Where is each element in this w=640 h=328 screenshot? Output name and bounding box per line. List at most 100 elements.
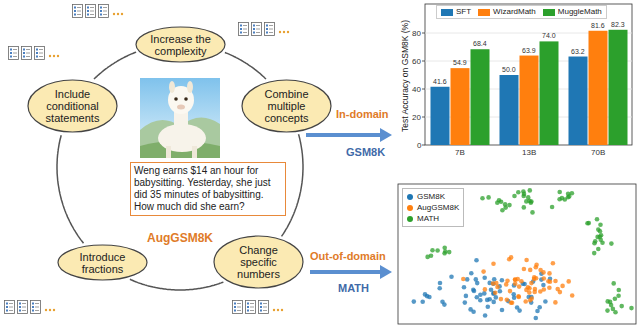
value-label: 41.6 xyxy=(433,78,447,86)
scatter-point xyxy=(507,203,512,208)
scatter-point xyxy=(499,297,504,302)
scatter-point xyxy=(570,293,575,298)
bar xyxy=(569,57,588,145)
legend-swatch xyxy=(478,9,490,16)
scatter-point xyxy=(524,258,529,263)
scatter-point xyxy=(547,271,552,276)
scatter-point xyxy=(478,298,483,303)
value-label: 54.9 xyxy=(453,59,467,67)
scatter-point xyxy=(592,251,597,256)
question-box: Weng earns $14 an hour for babysitting. … xyxy=(130,162,286,216)
scatter-point xyxy=(587,221,592,226)
scatter-point xyxy=(412,299,417,304)
axis-tick-label: 7B xyxy=(455,148,465,157)
ellipse-text: Include conditional statements xyxy=(42,88,104,124)
scatter-point xyxy=(596,247,601,252)
scatter-point xyxy=(563,197,568,202)
scatter-point xyxy=(522,267,527,272)
variation-ellipse: Combine multiple concepts xyxy=(241,79,332,133)
scatter-point xyxy=(613,310,618,315)
scatter-point xyxy=(609,303,614,308)
arrow-label: MATH xyxy=(338,282,369,294)
legend-row: GSM8K xyxy=(407,191,459,202)
alpaca-picture xyxy=(140,78,220,158)
scatter-point xyxy=(521,194,526,199)
scatter-point xyxy=(487,297,492,302)
bar xyxy=(520,56,539,145)
scatter-point xyxy=(504,282,509,287)
ellipse-outline xyxy=(136,27,225,62)
legend-swatch xyxy=(407,194,413,200)
scatter-point xyxy=(517,284,522,289)
tick-label: 40 xyxy=(412,85,421,94)
legend-text: GSM8K xyxy=(417,192,445,202)
ellipse-text: Change specific numbers xyxy=(228,244,290,280)
tick-mark xyxy=(422,33,425,34)
scatter-point xyxy=(528,298,533,303)
scatter-point xyxy=(548,280,553,285)
legend-swatch xyxy=(543,9,555,16)
scatter-point xyxy=(482,275,487,280)
scatter-point xyxy=(516,294,521,299)
scatter-point xyxy=(517,295,522,300)
scatter-point xyxy=(495,285,500,290)
scatter-point xyxy=(491,262,496,267)
scatter-point xyxy=(474,258,479,263)
value-label: 50.0 xyxy=(502,66,516,74)
scatter-point xyxy=(555,287,560,292)
circle-arc xyxy=(57,135,84,243)
scatter-point xyxy=(542,276,547,281)
scatter-point xyxy=(515,277,520,282)
document-icons xyxy=(5,5,290,314)
scatter-point xyxy=(533,287,538,292)
scatter-point xyxy=(489,287,494,292)
scatter-point xyxy=(483,287,488,292)
scatter-point xyxy=(493,290,498,295)
scatter-point xyxy=(423,292,428,297)
scatter-point xyxy=(598,234,603,239)
scatter-point xyxy=(613,296,618,301)
legend-text: MATH xyxy=(417,214,439,224)
scatter-point xyxy=(543,299,548,304)
scatter-point xyxy=(551,261,556,266)
scatter-point xyxy=(505,298,510,303)
bar xyxy=(500,75,519,145)
circle-arc xyxy=(225,53,266,80)
tick-mark xyxy=(422,61,425,62)
legend-swatch xyxy=(441,9,453,16)
scatter-point xyxy=(517,308,522,313)
scatter-point xyxy=(437,286,442,291)
variation-ellipse: Include conditional statements xyxy=(27,79,118,133)
scatter-point xyxy=(598,223,603,228)
bar xyxy=(431,87,450,145)
bar xyxy=(451,68,470,145)
scatter-point xyxy=(528,268,533,273)
scatter-point xyxy=(430,248,435,253)
scatter-point xyxy=(507,257,512,262)
bar-chart-frame xyxy=(425,4,632,145)
scatter-point xyxy=(535,309,540,314)
question-text: Weng earns $14 an hour for babysitting. … xyxy=(134,165,282,213)
dataset-label: AugGSM8K xyxy=(147,231,213,245)
ellipse-text: Introduce fractions xyxy=(72,251,134,275)
ellipse-outline xyxy=(58,245,147,280)
scatter-point xyxy=(481,269,486,274)
scatter-point xyxy=(529,281,534,286)
scatter-point xyxy=(513,281,518,286)
scatter-point xyxy=(598,229,603,234)
ellipse-outline xyxy=(242,80,331,132)
circle-arc xyxy=(94,52,136,79)
axis-title: Test Accuracy on GSM8K (%) xyxy=(400,20,410,132)
scatter-point xyxy=(500,308,505,313)
value-label: 63.9 xyxy=(522,47,536,55)
scatter-point xyxy=(547,286,552,291)
scatter-point xyxy=(522,205,527,210)
scatter-point xyxy=(503,205,508,210)
ellipse-text: Combine multiple concepts xyxy=(256,88,318,124)
scatter-point xyxy=(475,281,480,286)
scatter-point xyxy=(524,288,529,293)
legend-swatch xyxy=(407,205,413,211)
variation-ellipse: Introduce fractions xyxy=(57,244,148,281)
scatter-point xyxy=(512,296,517,301)
